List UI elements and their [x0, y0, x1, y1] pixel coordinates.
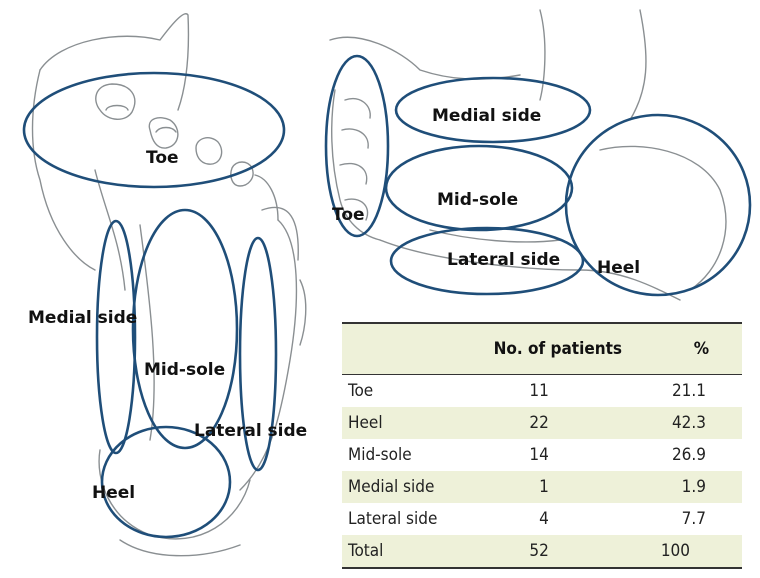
- mid-sole-region-outline: [131, 208, 239, 450]
- heel-label-lateral: Heel: [597, 258, 640, 278]
- heel-region-outline: [100, 425, 232, 539]
- left-region-outlines: [22, 71, 286, 539]
- percent-cell: 21.1: [671, 381, 706, 401]
- site-column-header: [342, 322, 455, 375]
- site-cell: Lateral side: [348, 509, 438, 529]
- table-header-row: No. of patients %: [342, 322, 742, 375]
- percent-cell: 7.7: [681, 509, 706, 529]
- lateral-side-label-lateral: Lateral side: [447, 250, 560, 270]
- percent-cell: 42.3: [660, 407, 742, 439]
- percent-cell: 26.9: [671, 445, 706, 465]
- toe-label: Toe: [146, 148, 179, 168]
- toe-region-outline-lateral: [324, 54, 390, 238]
- patients-cell: 14: [529, 445, 549, 465]
- lateral-side-label: Lateral side: [194, 421, 307, 441]
- site-cell: Toe: [348, 381, 374, 401]
- heel-region-outline-lateral: [564, 113, 752, 297]
- table-row: Lateral side 4 7.7: [342, 503, 742, 535]
- mid-sole-label: Mid-sole: [144, 360, 225, 380]
- patients-cell: 22: [454, 407, 661, 439]
- plantar-foot-sketch: [31, 13, 307, 557]
- mid-sole-label-lateral: Mid-sole: [437, 190, 518, 210]
- table-row: Heel 22 42.3: [342, 407, 742, 439]
- patients-column-header: No. of patients: [454, 322, 661, 375]
- lateral-foot-sketch: [329, 9, 727, 301]
- percent-column-header: %: [660, 322, 742, 375]
- heel-label: Heel: [92, 483, 135, 503]
- toe-region-outline: [22, 71, 286, 189]
- percent-cell: 100: [660, 535, 742, 569]
- site-cell: Heel: [342, 407, 455, 439]
- table-row: Medial side 1 1.9: [342, 471, 742, 503]
- medial-side-region-outline: [95, 219, 137, 455]
- table-row: Mid-sole 14 26.9: [342, 439, 742, 471]
- site-cell: Mid-sole: [348, 445, 412, 465]
- patients-cell: 11: [529, 381, 549, 401]
- lateral-side-region-outline-lateral: [389, 226, 585, 296]
- site-cell: Medial side: [342, 471, 455, 503]
- toe-label-lateral: Toe: [332, 205, 365, 225]
- lateral-side-region-outline: [238, 236, 278, 472]
- patients-cell: 4: [539, 509, 549, 529]
- medial-side-region-outline-lateral: [394, 76, 592, 144]
- lesion-site-table: No. of patients % Toe 11 21.1 Heel 22 42…: [342, 322, 742, 569]
- medial-side-label: Medial side: [28, 308, 137, 328]
- patients-cell: 52: [454, 535, 661, 569]
- patients-cell: 1: [454, 471, 661, 503]
- medial-side-label-lateral: Medial side: [432, 106, 541, 126]
- right-region-outlines: [324, 54, 752, 297]
- site-cell: Total: [342, 535, 455, 569]
- table-total-row: Total 52 100: [342, 535, 742, 569]
- mid-sole-region-outline-lateral: [384, 144, 574, 232]
- table-row: Toe 11 21.1: [342, 375, 742, 408]
- percent-cell: 1.9: [660, 471, 742, 503]
